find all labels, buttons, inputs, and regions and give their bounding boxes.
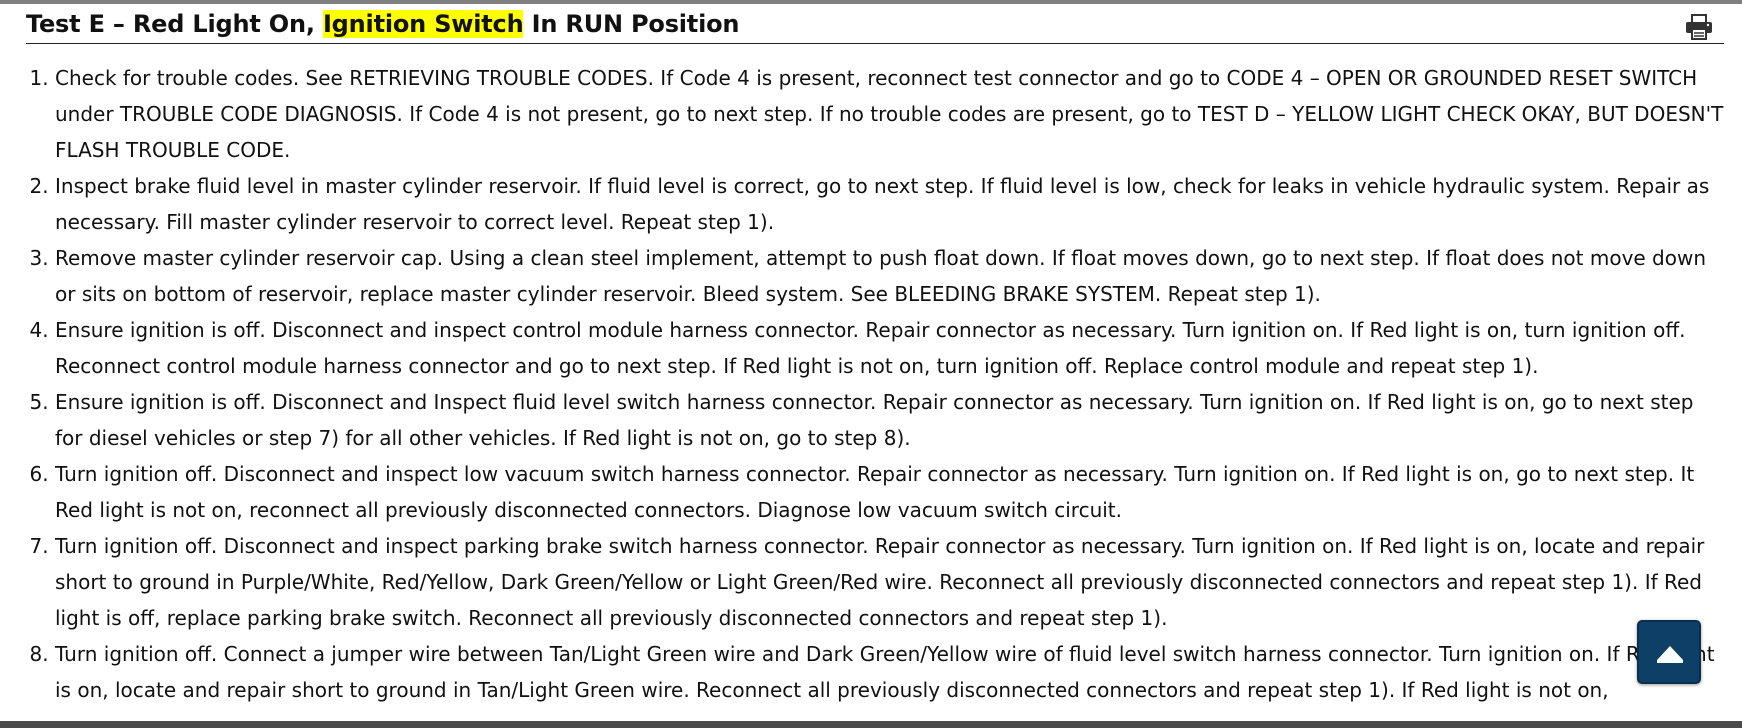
procedure-content: Check for trouble codes. See RETRIEVING … <box>0 60 1742 708</box>
page-title: Test E – Red Light On, Ignition Switch I… <box>26 8 739 40</box>
top-border <box>0 0 1742 4</box>
arrow-up-icon <box>1657 646 1683 660</box>
title-prefix: Test E – Red Light On, <box>26 10 323 38</box>
list-item: Turn ignition off. Disconnect and inspec… <box>55 456 1725 528</box>
back-to-top-button[interactable] <box>1637 620 1701 684</box>
section-header: Test E – Red Light On, Ignition Switch I… <box>26 4 1724 44</box>
list-item: Turn ignition off. Connect a jumper wire… <box>55 636 1725 708</box>
list-item: Ensure ignition is off. Disconnect and i… <box>55 312 1725 384</box>
title-suffix: In RUN Position <box>523 10 740 38</box>
bottom-border <box>0 721 1742 728</box>
search-highlight: Ignition Switch <box>322 10 524 38</box>
list-item: Remove master cylinder reservoir cap. Us… <box>55 240 1725 312</box>
list-item: Inspect brake fluid level in master cyli… <box>55 168 1725 240</box>
steps-list: Check for trouble codes. See RETRIEVING … <box>0 60 1725 708</box>
arrow-up-icon-bar <box>1657 660 1683 663</box>
list-item: Ensure ignition is off. Disconnect and I… <box>55 384 1725 456</box>
list-item: Turn ignition off. Disconnect and inspec… <box>55 528 1725 636</box>
list-item: Check for trouble codes. See RETRIEVING … <box>55 60 1725 168</box>
printer-icon[interactable] <box>1684 13 1714 41</box>
